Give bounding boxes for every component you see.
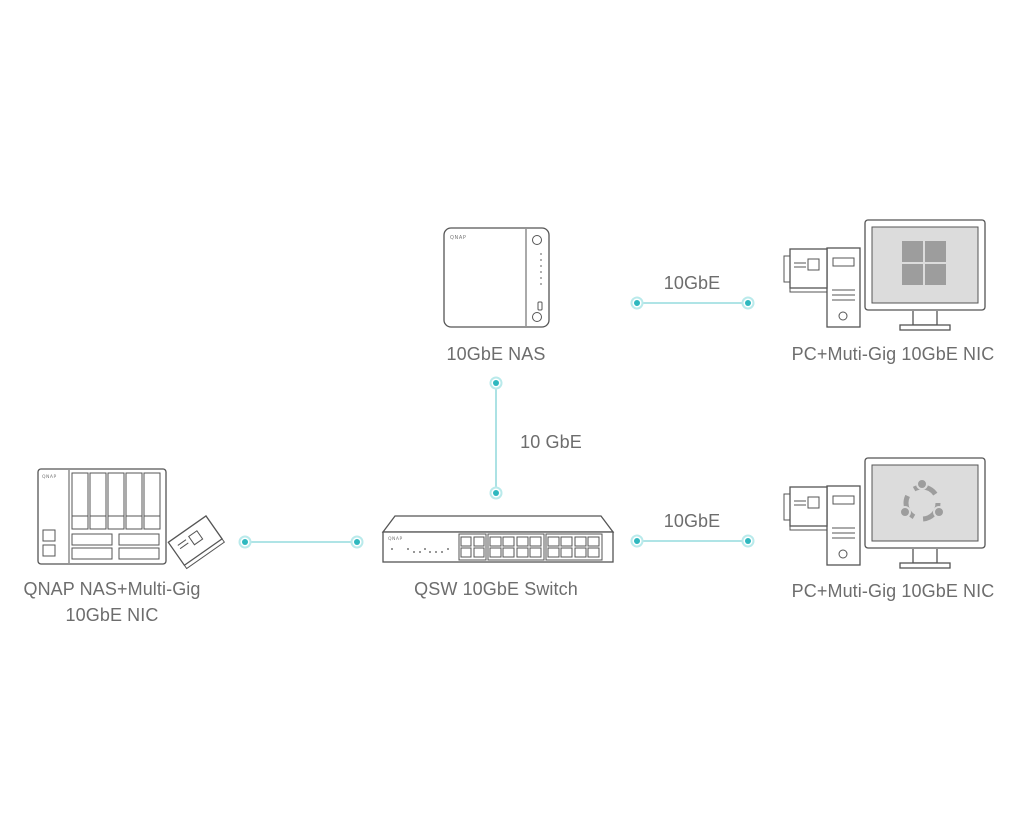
ubuntu-logo-icon [899,478,945,522]
link-nas-switch-label: 10 GbE [520,432,582,452]
nas-left-brand: QNAP [42,474,57,480]
nas-left-label-line1: QNAP NAS+Multi-Gig [23,579,201,599]
pc-ubuntu-icon [783,457,986,569]
nas-left-label-line2: 10GbE NIC [65,605,159,625]
link-nas-to-pc-windows [630,296,755,310]
switch-brand: QNAP [388,536,403,542]
link-switch-to-pc-ubuntu [630,534,755,548]
switch-icon: QNAP [381,515,615,563]
nas-top-brand: QNAP [450,235,467,241]
pc-windows-label: PC+Muti-Gig 10GbE NIC [791,344,995,364]
windows-logo-icon [902,241,946,285]
link-nas-left-to-switch [238,535,364,549]
pc-windows-icon [783,219,986,331]
nas-left-icon: QNAP [37,468,226,570]
pc-ubuntu-label: PC+Muti-Gig 10GbE NIC [791,581,995,601]
nas-top-icon: QNAP [443,227,550,328]
nas-top-label: 10GbE NAS [446,344,546,364]
link-nas-to-switch [489,376,503,500]
switch-label: QSW 10GbE Switch [414,579,578,599]
link-nas-pc-windows-label: 10GbE [663,273,721,293]
link-switch-pc-ubuntu-label: 10GbE [663,511,721,531]
